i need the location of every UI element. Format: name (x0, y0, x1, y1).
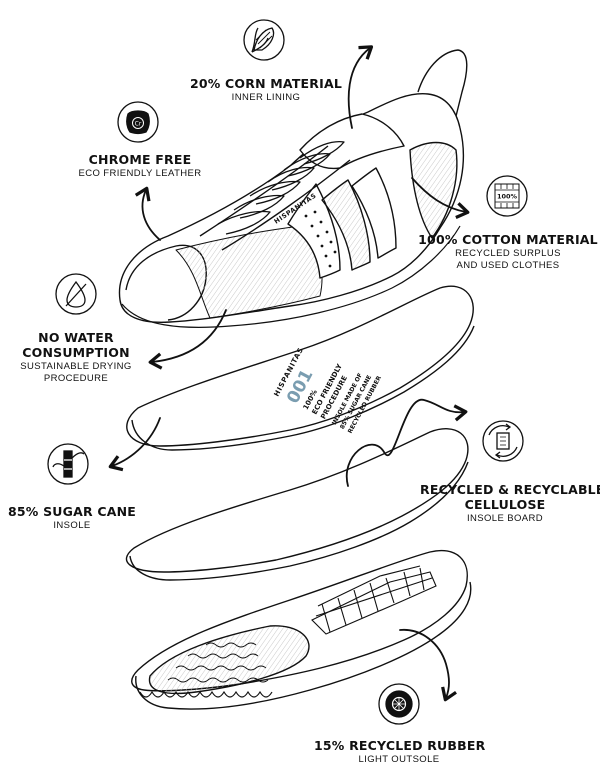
feature-cotton-subtitle-line-1: RECYCLED SURPLUS (455, 248, 561, 259)
corn-icon (243, 19, 285, 61)
feature-chrome: CHROME FREE ECO FRIENDLY LEATHER (60, 152, 220, 180)
feature-corn: 20% CORN MATERIAL INNER LINING (168, 76, 364, 104)
feature-corn-subtitle: INNER LINING (231, 92, 301, 103)
arrow-sugar (108, 417, 161, 472)
chrome-icon-text: Cr (135, 121, 142, 128)
feature-water-subtitle-line-2: PROCEDURE (43, 373, 109, 384)
arrow-rubber (399, 629, 457, 702)
arrow-water (148, 309, 227, 370)
recycled-paper-icon (482, 420, 524, 462)
feature-cellulose: RECYCLED & RECYCLABLE CELLULOSE INSOLE B… (420, 482, 600, 525)
feature-water-title-line-2: CONSUMPTION (22, 345, 130, 360)
arrow-cellulose (345, 399, 468, 487)
feature-water-title-line-1: NO WATER (38, 330, 114, 345)
feature-cellulose-subtitle: INSOLE BOARD (466, 513, 544, 524)
no-water-drop-icon (55, 273, 97, 315)
outsole (131, 550, 472, 710)
feature-water: NO WATER CONSUMPTION SUSTAINABLE DRYING … (6, 330, 146, 385)
cotton-icon-text: 100% (497, 193, 518, 201)
feature-rubber-subtitle: LIGHT OUTSOLE (358, 754, 440, 765)
arrow-corn (347, 45, 374, 129)
feature-chrome-title: CHROME FREE (88, 152, 192, 167)
feature-cotton-subtitle-line-2: AND USED CLOTHES (456, 260, 560, 271)
feature-sugar: 85% SUGAR CANE INSOLE (8, 504, 136, 532)
arrow-chrome (134, 186, 161, 241)
feature-rubber-title: 15% RECYCLED RUBBER (314, 738, 486, 753)
sneaker-upper (118, 49, 468, 328)
arrow-cotton (411, 177, 470, 219)
insole-board (125, 428, 469, 581)
feature-sugar-subtitle: INSOLE (53, 520, 91, 531)
feature-cotton: 100% COTTON MATERIAL RECYCLED SURPLUS AN… (418, 232, 598, 272)
feature-sugar-title: 85% SUGAR CANE (8, 504, 136, 519)
rubber-tire-icon (378, 683, 420, 725)
feature-water-subtitle-line-1: SUSTAINABLE DRYING (20, 361, 132, 372)
feature-cellulose-title-line-2: CELLULOSE (464, 497, 546, 512)
feature-cellulose-title-line-1: RECYCLED & RECYCLABLE (420, 482, 600, 497)
feature-chrome-subtitle: ECO FRIENDLY LEATHER (78, 168, 202, 179)
chrome-free-leather-icon: Cr (117, 101, 159, 143)
feature-corn-title: 20% CORN MATERIAL (189, 76, 343, 91)
callout-arrows (108, 45, 470, 702)
feature-rubber: 15% RECYCLED RUBBER LIGHT OUTSOLE (314, 738, 486, 766)
cotton-fabric-icon: 100% (486, 175, 528, 217)
sugar-cane-icon (47, 443, 89, 485)
feature-cotton-title: 100% COTTON MATERIAL (418, 232, 598, 247)
